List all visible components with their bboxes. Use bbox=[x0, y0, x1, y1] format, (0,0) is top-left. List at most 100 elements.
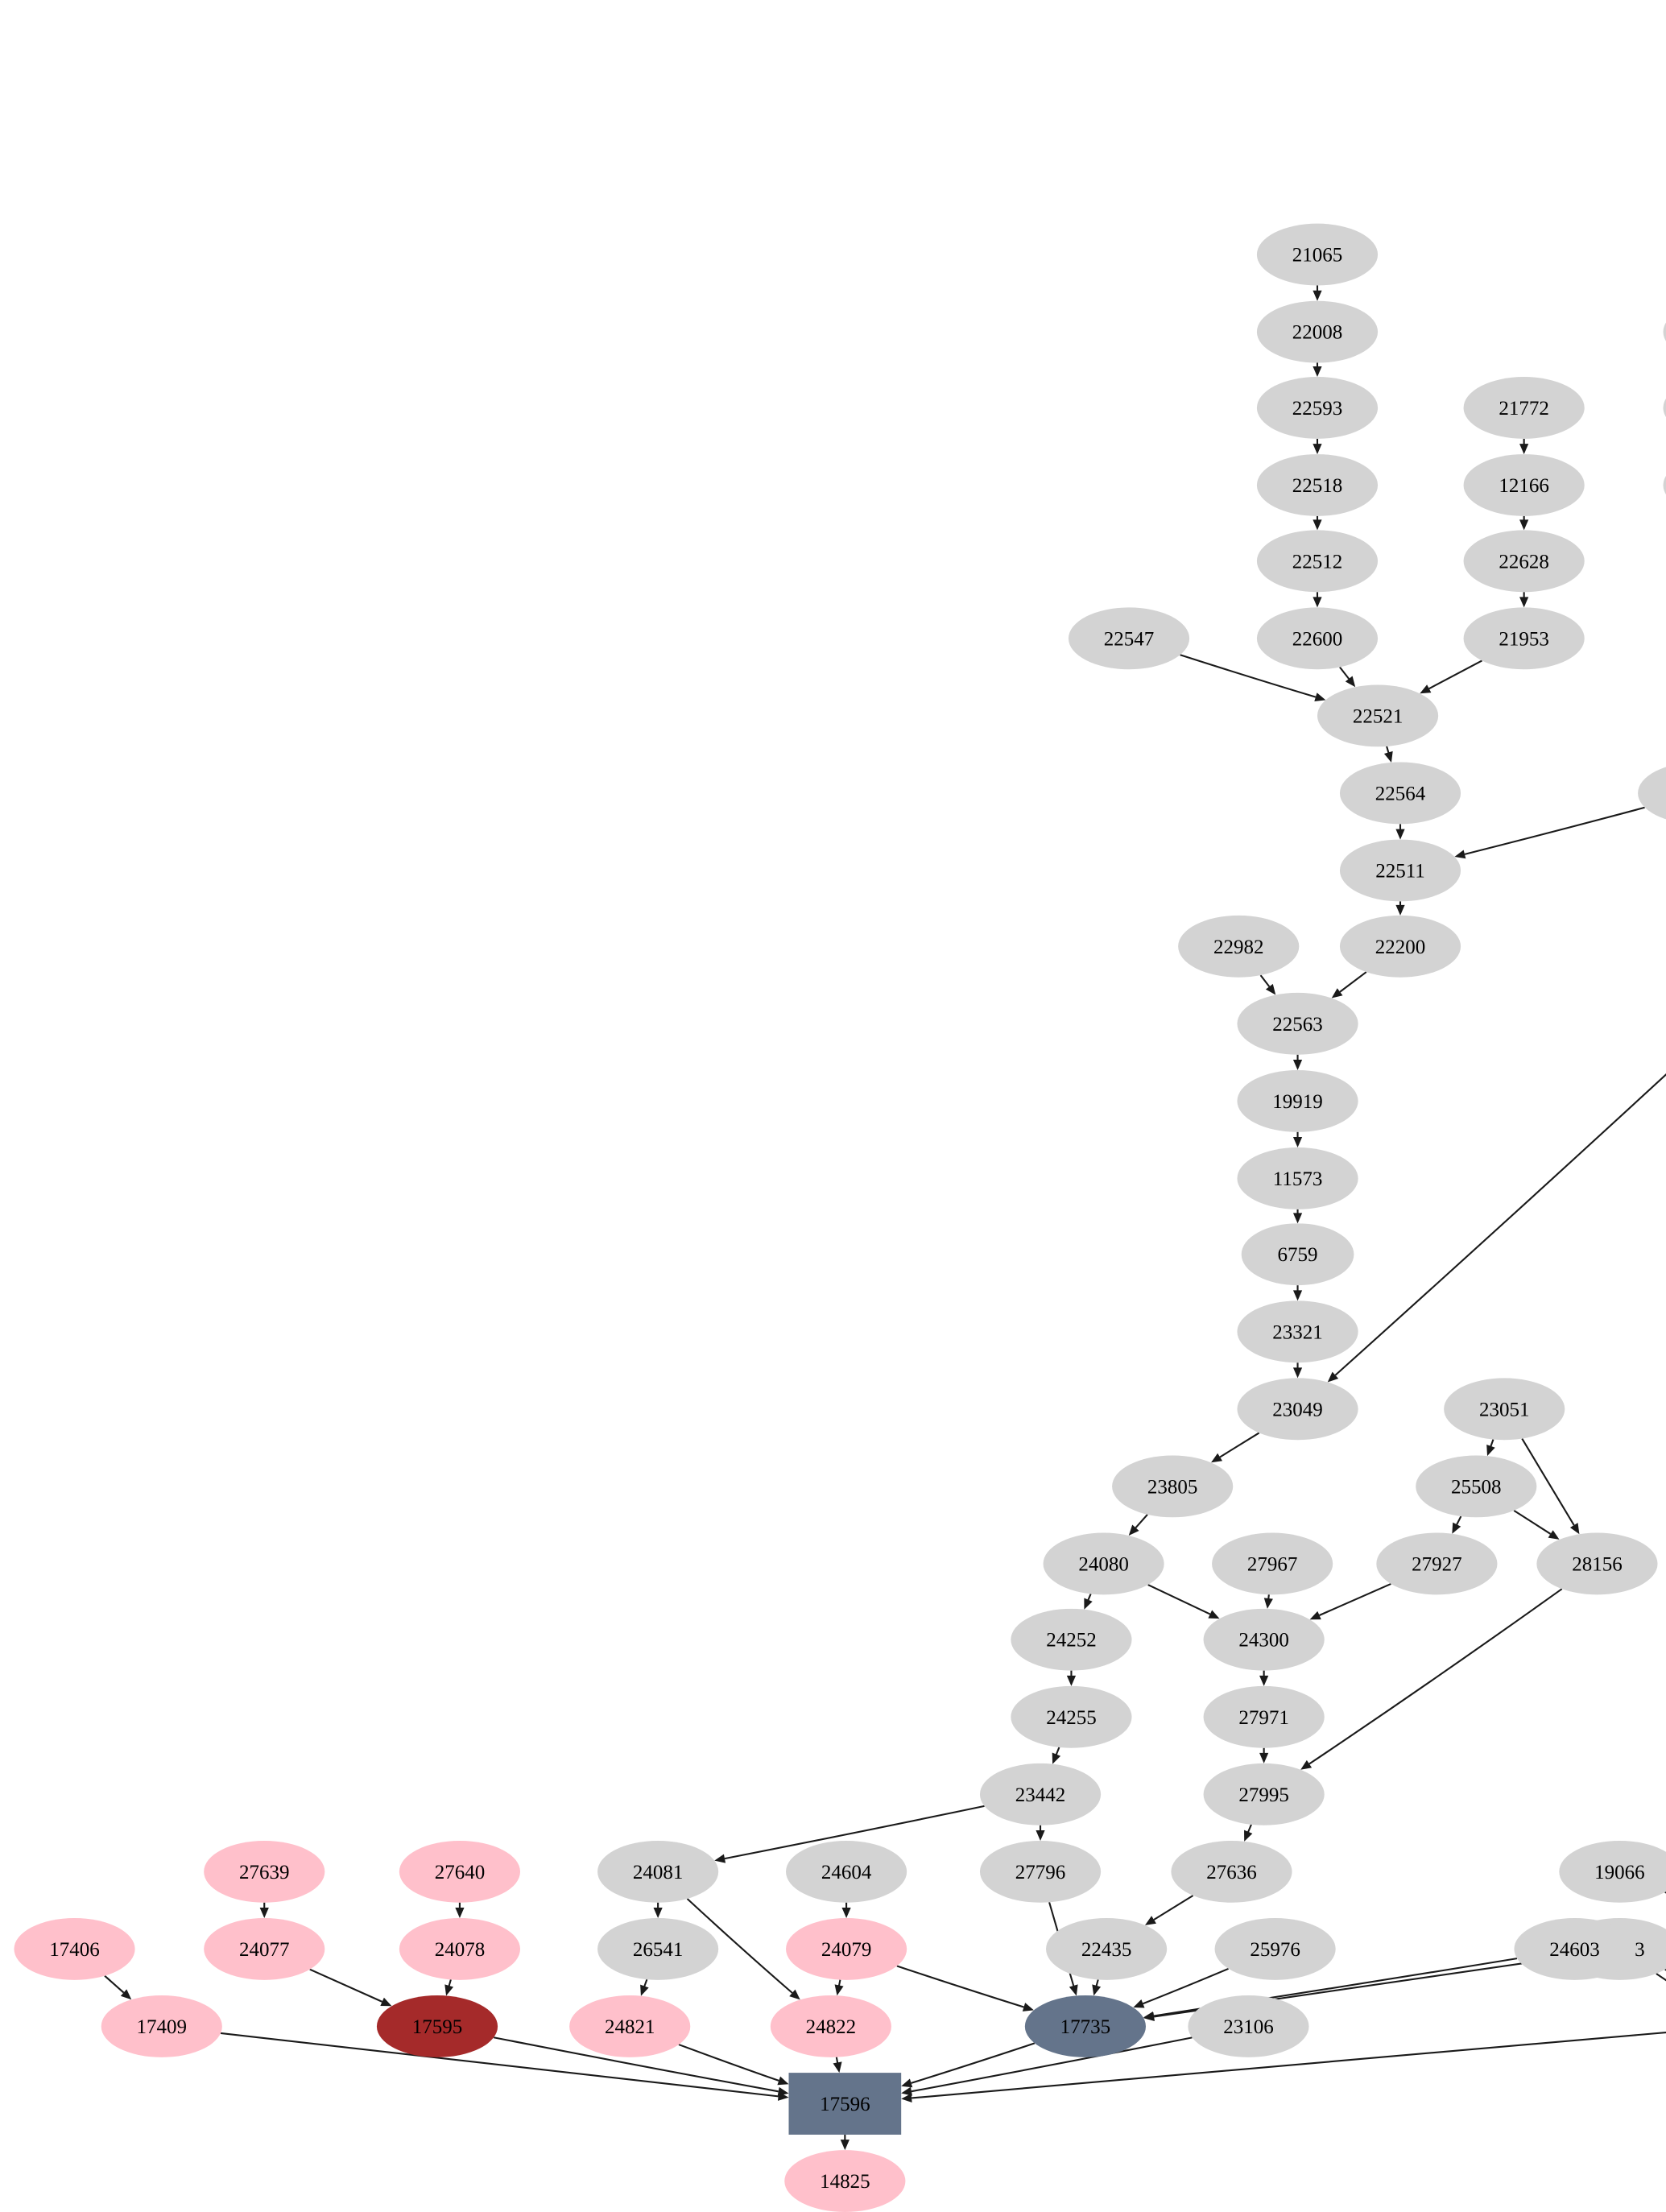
graph-node[interactable]: 25508 bbox=[1416, 1455, 1537, 1518]
graph-node[interactable]: 22564 bbox=[1339, 762, 1461, 825]
edge-arrowhead bbox=[1092, 1984, 1102, 1996]
graph-node[interactable]: 24077 bbox=[204, 1918, 325, 1980]
edge-arrowhead bbox=[1569, 1523, 1580, 1535]
graph-edge bbox=[912, 2031, 1666, 2099]
graph-node[interactable]: 22563 bbox=[1237, 992, 1358, 1055]
graph-node[interactable]: 23805 bbox=[1112, 1455, 1234, 1518]
graph-node[interactable]: 19066 bbox=[1559, 1840, 1666, 1903]
graph-node[interactable]: 28156 bbox=[1536, 1532, 1658, 1595]
graph-node[interactable]: 17595 bbox=[376, 1995, 498, 2057]
edge-arrowhead bbox=[1133, 1999, 1145, 2008]
graph-node[interactable]: 23442 bbox=[979, 1763, 1102, 1825]
graph-node[interactable]: 22521 bbox=[1317, 684, 1439, 747]
graph-node[interactable]: 12166 bbox=[1463, 454, 1585, 516]
graph-node[interactable]: 17409 bbox=[101, 1995, 222, 2057]
graph-node[interactable]: 17596 bbox=[788, 2073, 902, 2135]
graph-node[interactable]: 26541 bbox=[597, 1918, 719, 1980]
edge-arrowhead bbox=[1383, 750, 1393, 763]
graph-edge bbox=[1334, 1073, 1666, 1376]
graph-node[interactable]: 11573 bbox=[1237, 1147, 1358, 1209]
edge-arrowhead bbox=[455, 1908, 465, 1919]
node-shape-ellipse bbox=[1011, 1685, 1132, 1748]
graph-node[interactable]: 15908 bbox=[1663, 454, 1666, 516]
graph-node[interactable]: 22200 bbox=[1339, 915, 1461, 978]
graph-node[interactable]: 22982 bbox=[1178, 915, 1300, 978]
graph-node[interactable]: 22511 bbox=[1339, 839, 1461, 902]
graph-node[interactable]: 23051 bbox=[1444, 1378, 1565, 1441]
edge-arrowhead bbox=[1345, 676, 1356, 688]
graph-node[interactable]: 19919 bbox=[1237, 1069, 1358, 1132]
graph-node[interactable]: 24079 bbox=[786, 1918, 907, 1980]
graph-node[interactable]: 18790 bbox=[1638, 763, 1666, 825]
graph-node[interactable]: 22593 bbox=[1256, 377, 1379, 439]
node-shape-ellipse bbox=[1237, 992, 1358, 1055]
graph-node[interactable]: 27796 bbox=[979, 1840, 1102, 1903]
graph-node[interactable]: 22435 bbox=[1046, 1918, 1168, 1980]
graph-node[interactable]: 22008 bbox=[1256, 300, 1379, 363]
graph-node[interactable]: 17406 bbox=[14, 1918, 135, 1980]
node-shape-ellipse bbox=[1463, 530, 1585, 593]
edge-arrowhead bbox=[901, 2093, 912, 2103]
graph-node[interactable]: 27967 bbox=[1212, 1532, 1333, 1595]
graph-node[interactable]: 24604 bbox=[786, 1840, 907, 1903]
node-shape-ellipse bbox=[1416, 1455, 1537, 1518]
graph-node[interactable]: 23106 bbox=[1188, 1995, 1309, 2057]
graph-node[interactable]: 25976 bbox=[1214, 1918, 1336, 1980]
graph-node[interactable]: 24080 bbox=[1043, 1532, 1164, 1595]
edge-arrowhead bbox=[901, 2086, 912, 2096]
edge-arrowhead bbox=[1313, 519, 1322, 531]
graph-edge bbox=[1513, 1510, 1552, 1535]
graph-node[interactable]: 22600 bbox=[1256, 607, 1379, 670]
node-shape-ellipse bbox=[1237, 1378, 1358, 1441]
graph-edge bbox=[1147, 1584, 1211, 1615]
graph-node[interactable]: 22628 bbox=[1463, 530, 1585, 593]
node-shape-ellipse bbox=[1203, 1685, 1325, 1748]
graph-node[interactable]: 24821 bbox=[569, 1995, 691, 2057]
graph-node[interactable]: 22518 bbox=[1256, 454, 1379, 516]
graph-node[interactable]: 24078 bbox=[399, 1918, 521, 1980]
graph-node[interactable]: 14825 bbox=[784, 2150, 906, 2212]
graph-node[interactable]: 23049 bbox=[1237, 1378, 1358, 1441]
graph-node[interactable]: 22512 bbox=[1256, 530, 1379, 593]
graph-node[interactable]: 24081 bbox=[597, 1840, 719, 1903]
edge-arrowhead bbox=[1292, 1059, 1303, 1070]
edge-arrowhead bbox=[1395, 829, 1405, 840]
graph-edge bbox=[1095, 1979, 1099, 1987]
graph-node[interactable]: 27636 bbox=[1171, 1840, 1292, 1903]
graph-node[interactable]: 22547 bbox=[1068, 607, 1190, 670]
graph-node[interactable]: 21065 bbox=[1256, 223, 1379, 286]
graph-node[interactable]: 21953 bbox=[1463, 607, 1585, 670]
edge-arrowhead bbox=[1420, 684, 1432, 694]
graph-edge bbox=[1386, 746, 1390, 754]
graph-node[interactable]: 27995 bbox=[1203, 1763, 1325, 1825]
node-shape-ellipse bbox=[1203, 1763, 1325, 1825]
graph-node[interactable]: 27971 bbox=[1203, 1685, 1325, 1748]
node-shape-ellipse bbox=[1376, 1532, 1498, 1595]
graph-node[interactable]: 15898 bbox=[1663, 301, 1666, 363]
graph-edge bbox=[724, 1805, 985, 1860]
node-shape-ellipse bbox=[1514, 1918, 1635, 1980]
node-shape-ellipse bbox=[1339, 762, 1461, 825]
node-shape-ellipse bbox=[597, 1840, 719, 1903]
graph-edge bbox=[911, 2042, 1036, 2084]
graph-node[interactable]: 27639 bbox=[204, 1840, 325, 1903]
graph-node[interactable]: 27640 bbox=[399, 1840, 521, 1903]
graph-node[interactable]: 24822 bbox=[770, 1995, 891, 2057]
edge-arrowhead bbox=[1144, 1916, 1156, 1925]
edge-arrowhead bbox=[1036, 1830, 1045, 1841]
graph-node[interactable]: 24300 bbox=[1203, 1608, 1325, 1671]
graph-node[interactable]: 24252 bbox=[1011, 1608, 1132, 1671]
edge-arrowhead bbox=[444, 1984, 454, 1996]
graph-node[interactable]: 24603 bbox=[1514, 1918, 1635, 1980]
graph-node[interactable]: 27927 bbox=[1376, 1532, 1498, 1595]
node-shape-ellipse bbox=[204, 1918, 325, 1980]
graph-node[interactable]: 21772 bbox=[1463, 377, 1585, 439]
graph-node[interactable]: 23321 bbox=[1237, 1300, 1358, 1363]
node-shape-ellipse bbox=[376, 1995, 498, 2057]
graph-node[interactable]: 24255 bbox=[1011, 1685, 1132, 1748]
graph-node[interactable]: 15909 bbox=[1663, 377, 1666, 439]
graph-node[interactable]: 6759 bbox=[1241, 1223, 1354, 1286]
edge-arrowhead bbox=[1066, 1675, 1077, 1686]
graph-node[interactable]: 17735 bbox=[1024, 1995, 1146, 2057]
